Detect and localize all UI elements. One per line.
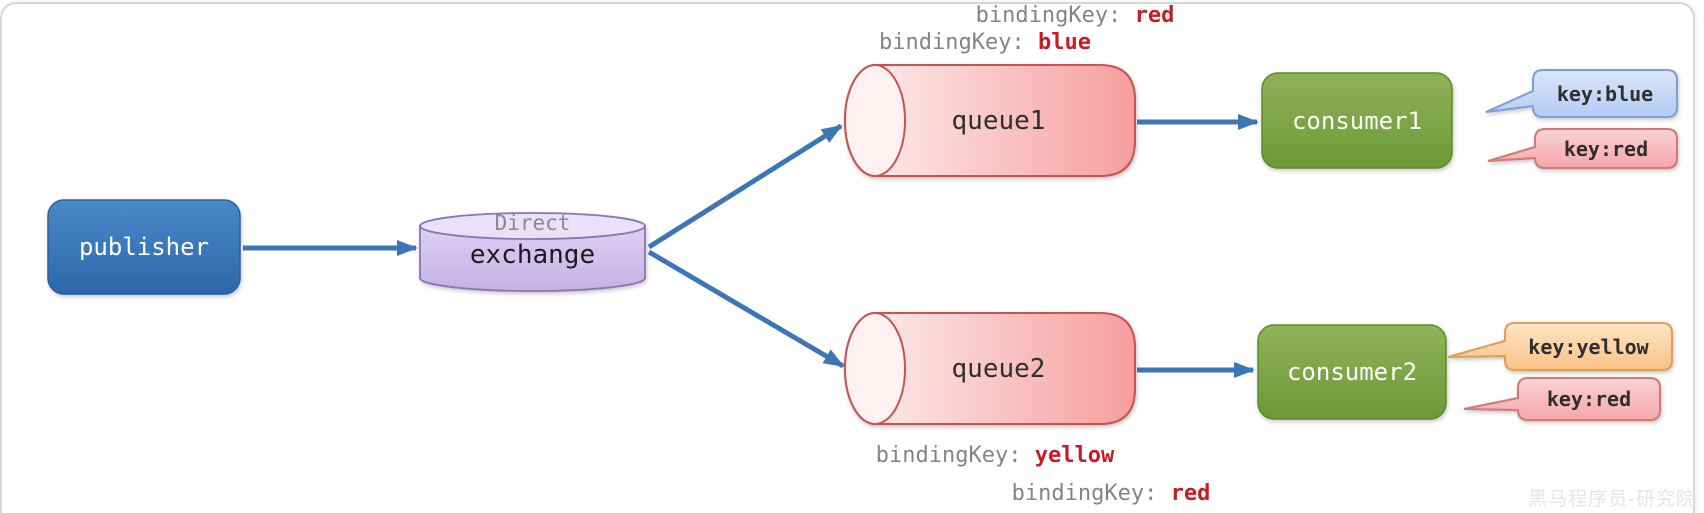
publisher-box xyxy=(47,199,241,295)
badge-key-yellow-bubble xyxy=(1447,322,1673,371)
queue1-cylinder xyxy=(844,64,1136,177)
badge-key-red-bottom-bubble xyxy=(1463,377,1661,421)
arrow-exchange-to-queue2 xyxy=(647,249,845,369)
queue2-cylinder xyxy=(844,312,1136,425)
watermark: 黑马程序员-研究院 xyxy=(1528,488,1696,510)
exchange-cylinder xyxy=(419,212,646,292)
consumer2-box xyxy=(1257,324,1447,420)
badge-key-blue-bubble xyxy=(1485,69,1678,118)
badge-key-red-top-bubble xyxy=(1487,128,1678,169)
consumer1-box xyxy=(1261,72,1453,169)
arrow-exchange-to-queue1 xyxy=(647,123,843,250)
